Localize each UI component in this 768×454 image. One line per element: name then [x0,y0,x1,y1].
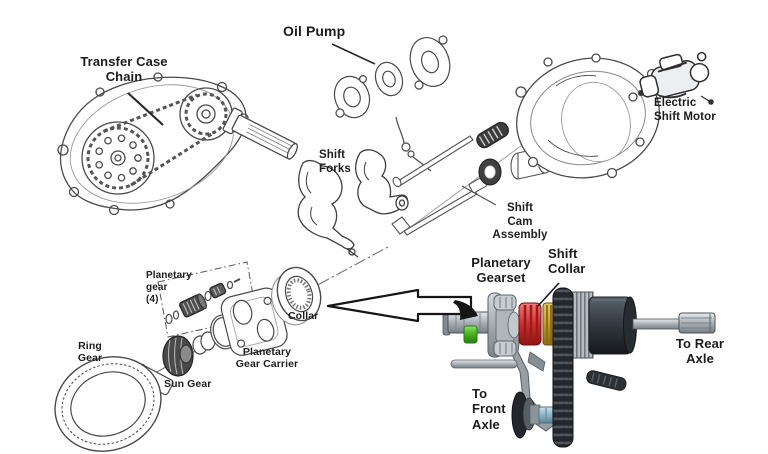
oil-pump-leader [331,43,376,65]
label-oil-pump: Oil Pump [283,23,346,39]
oil-pump-plates [333,35,451,172]
splined-input-shaft [222,107,298,160]
label-to-front-axle: To Front Axle [472,386,506,432]
transfer-case-chain-leader [127,92,164,126]
shift-collar-leader [537,282,560,307]
shift-rail-3d [450,359,518,369]
label-shift-cam-assembly: Shift Cam Assembly [492,202,548,242]
planetary-pinion-gears [165,278,241,325]
rear-output-shaft-3d [632,312,716,334]
label-ring-gear: Ring Gear [77,340,103,365]
label-to-rear-axle: To Rear Axle [675,336,725,367]
shift-cam-leader [461,185,497,206]
label-planetary-gear-4: Planetary gear (4) [146,270,192,305]
green-position-clip [463,325,478,344]
label-shift-forks: Shift Forks [319,149,351,175]
electric-shift-motor-drawing [639,51,714,105]
label-planetary-gear-carrier: Planetary Gear Carrier [235,346,299,371]
shift-forks-drawing [297,149,409,258]
drive-chain-3d [552,287,574,448]
planetary-carrier-drawing [220,287,288,356]
label-shift-collar: Shift Collar [548,246,586,277]
detent-bolt-3d [586,370,627,391]
label-electric-shift-motor: Electric Shift Motor [654,97,716,123]
exploded-planetary-drawing [54,246,389,452]
shift-collar-3d [518,302,542,346]
detent-spring [476,121,509,149]
label-collar: Collar [288,310,319,322]
transfer-case-front-housing-drawing [57,72,298,216]
arrow-black-tip [453,300,478,320]
label-transfer-case-chain: Transfer Case Chain [80,54,168,85]
output-drum-3d [588,296,637,355]
ring-gear-drawing [54,356,162,452]
collar-drawing [271,266,322,326]
planetary-gearset-3d [487,292,521,358]
label-planetary-gearset: Planetary Gearset [471,255,531,286]
drive-assembly-3d [442,287,716,448]
pointer-arrow [326,288,478,323]
label-sun-gear: Sun Gear [164,378,212,390]
